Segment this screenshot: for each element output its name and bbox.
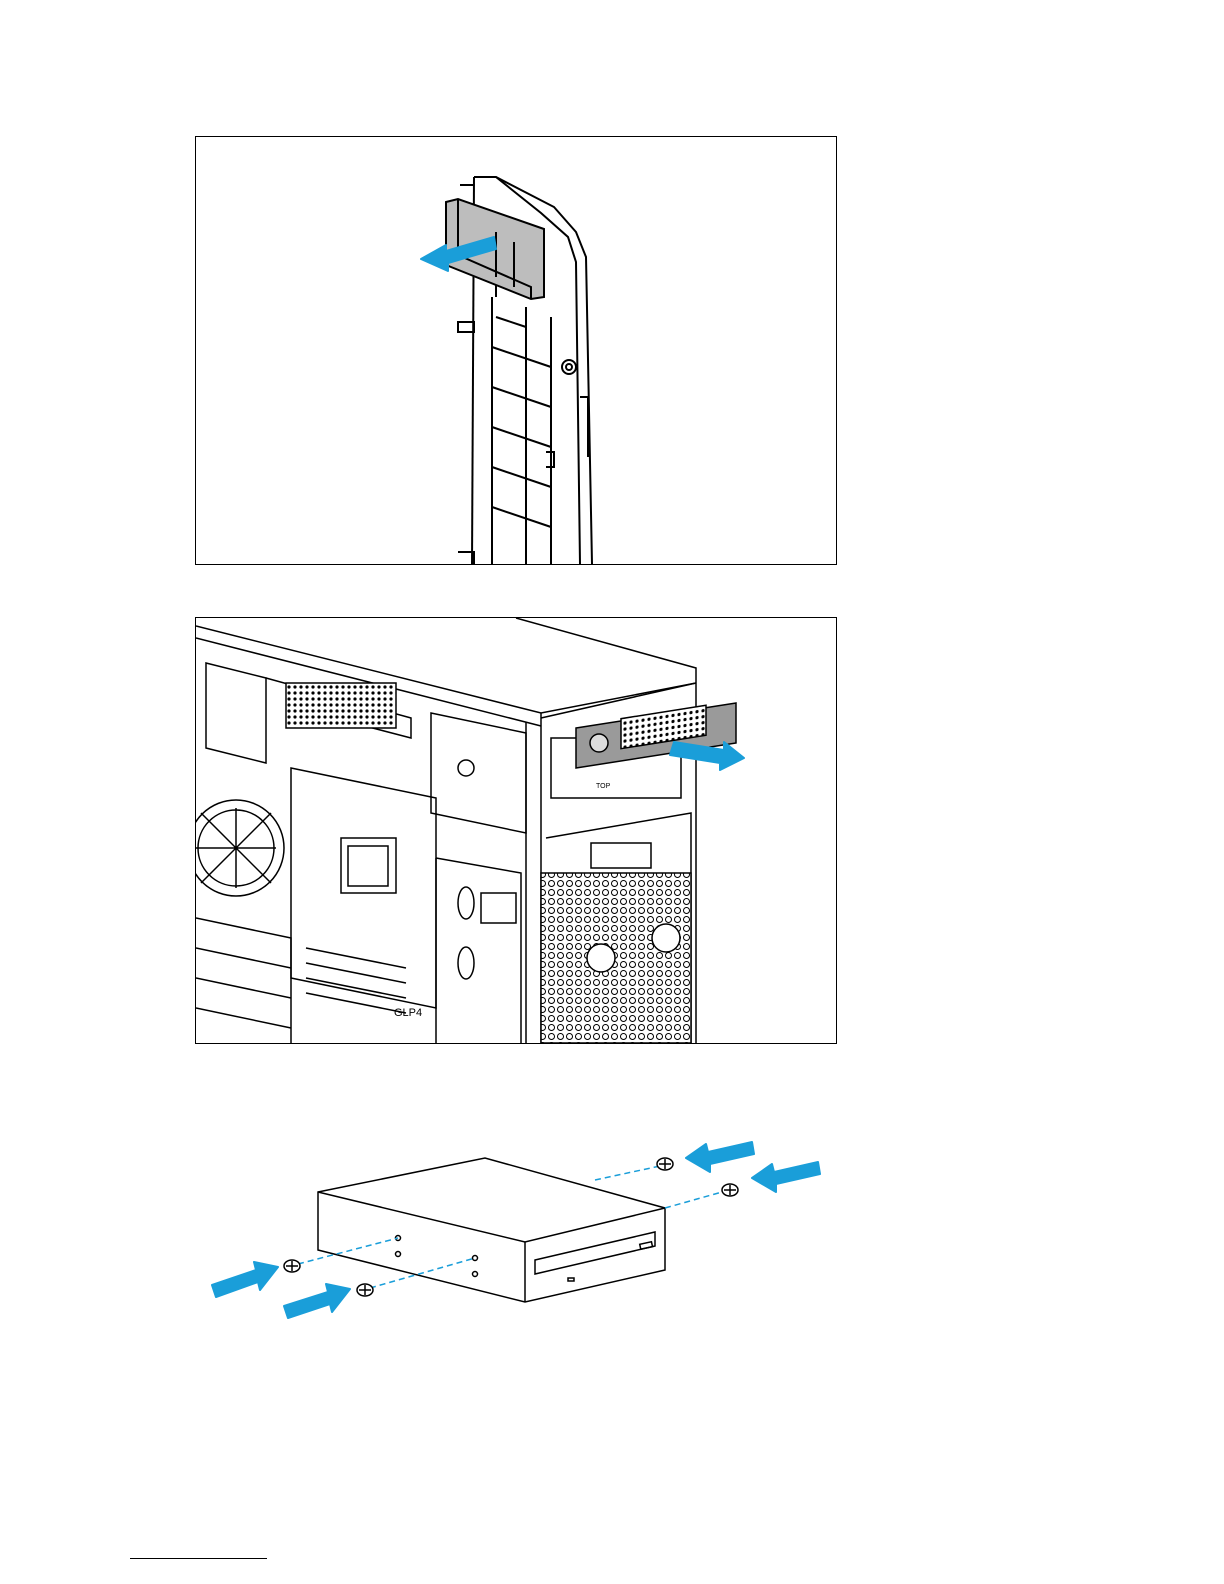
footer-rule: [130, 1558, 267, 1559]
bezel-blank-removal-illustration: [196, 137, 836, 564]
figure-remove-bay-cover: TOP GLP4: [195, 617, 837, 1044]
figure-remove-bezel-blank: [195, 136, 837, 565]
optical-drive-screws-illustration: [200, 1120, 840, 1340]
screw-arrow-4: [752, 1162, 820, 1192]
figure-install-screws: [200, 1120, 840, 1340]
slot-label: GLP4: [394, 1007, 422, 1019]
screw-arrow-2: [284, 1284, 350, 1318]
screw-arrow-1: [212, 1262, 278, 1297]
chassis-bay-cover-illustration: TOP GLP4: [196, 618, 836, 1043]
top-mark-label: TOP: [596, 783, 611, 790]
screw-arrow-3: [686, 1142, 754, 1172]
